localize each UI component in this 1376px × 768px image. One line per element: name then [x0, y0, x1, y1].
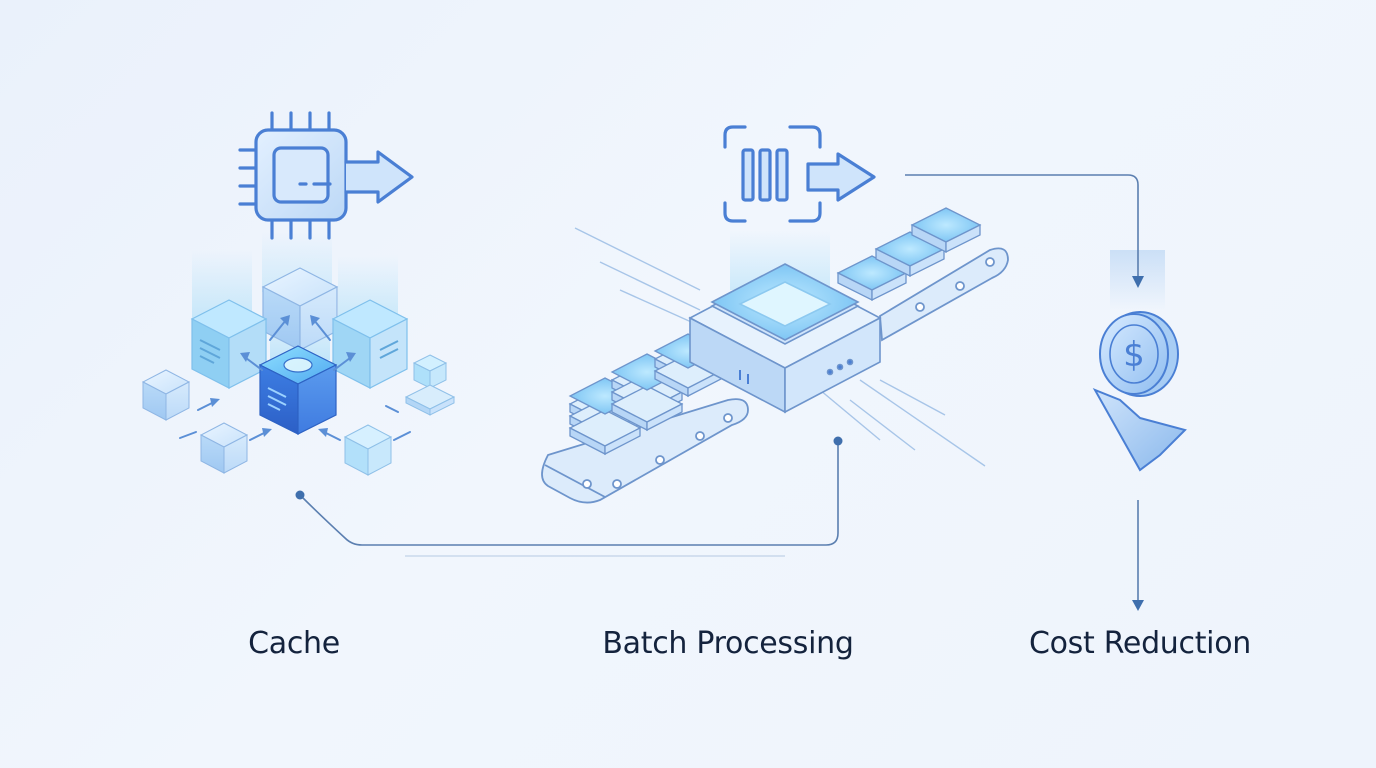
- cache-small-cube: [199, 422, 249, 474]
- cache-small-cube: [141, 369, 191, 421]
- cache-illustration: [141, 111, 456, 476]
- connector-cache-to-batch: [299, 442, 839, 546]
- label-cost-reduction: Cost Reduction: [1028, 626, 1251, 661]
- cache-flow-arrows: [179, 315, 411, 441]
- connector-batch-to-cost: [905, 174, 1139, 280]
- label-cache: Cache: [248, 626, 340, 661]
- cache-cube: [331, 299, 409, 389]
- cache-small-cube: [404, 354, 456, 416]
- batch-illustration: [541, 125, 1009, 504]
- circuit-lines: [574, 227, 986, 467]
- cache-core-cube: [258, 345, 338, 435]
- connector-markers: [295, 276, 1144, 611]
- svg-text:$: $: [1123, 335, 1145, 375]
- conveyor-belt: [879, 247, 1009, 342]
- cache-small-cube: [343, 424, 393, 476]
- batch-queue-icon: [723, 125, 876, 223]
- batch-item-stack: [836, 207, 982, 302]
- flow-connectors: [299, 174, 1139, 602]
- conveyor-belt: [541, 398, 749, 504]
- cost-illustration: $: [1092, 250, 1187, 472]
- cache-cube: [190, 299, 268, 389]
- dollar-coin-down-icon: $: [1092, 311, 1187, 472]
- batch-processor: [688, 263, 882, 414]
- label-batch-processing: Batch Processing: [602, 626, 854, 661]
- chip-arrow-icon: [238, 111, 414, 240]
